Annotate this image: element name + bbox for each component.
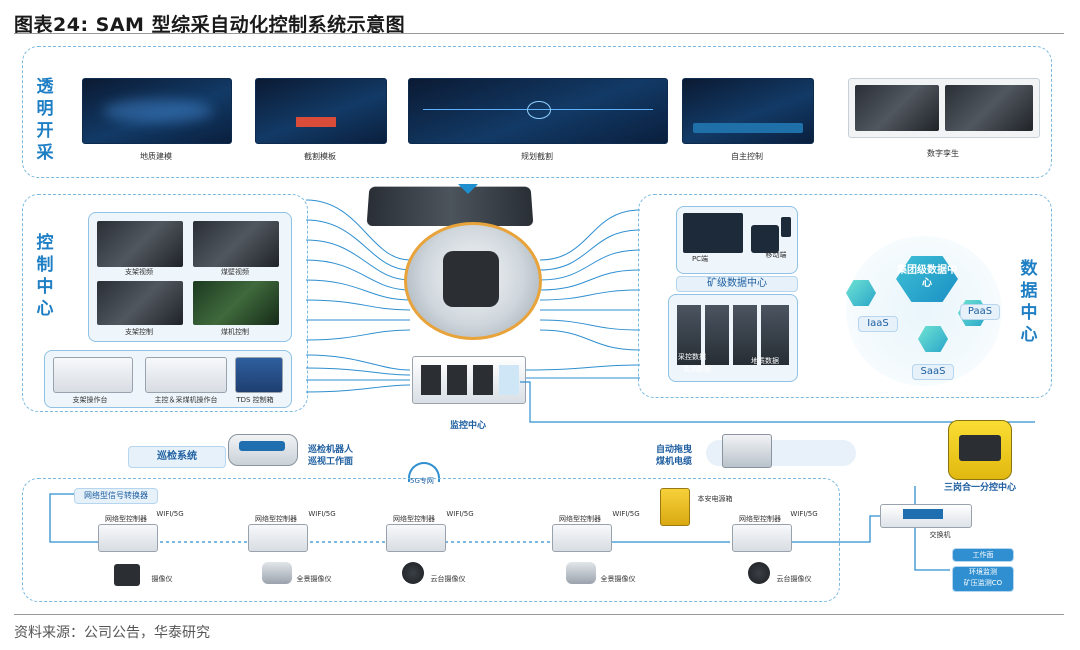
iaas-label: IaaS bbox=[858, 316, 898, 332]
iaas-hex bbox=[846, 280, 876, 306]
controller-5 bbox=[732, 524, 792, 552]
mobile-device-caption: 移动端 bbox=[765, 251, 787, 259]
control-center-label: 控 制 中 心 bbox=[36, 233, 54, 319]
coalwall-video-caption: 煤壁视频 bbox=[221, 268, 249, 276]
cockpit-seat bbox=[404, 222, 542, 340]
controller-3 bbox=[386, 524, 446, 552]
transparent-mining-panel bbox=[22, 46, 1052, 178]
figure-title: 图表24: SAM 型综采自动化控制系统示意图 bbox=[14, 14, 406, 36]
camera-3-icon bbox=[402, 562, 424, 584]
5g-network-label: 5G专网 bbox=[410, 477, 434, 485]
wifi-label-2: WIFI/5G bbox=[308, 510, 336, 518]
geology-model-screen bbox=[82, 78, 232, 144]
network-line-cable bbox=[49, 486, 950, 571]
controller-2 bbox=[248, 524, 308, 552]
pc-device-caption: PC端 bbox=[691, 255, 709, 263]
server-room-frame bbox=[668, 294, 798, 382]
controller-1 bbox=[98, 524, 158, 552]
5g-signal-icon bbox=[408, 462, 440, 482]
controller-label-2: 网络型控制器 bbox=[255, 515, 297, 523]
power-box-label: 本安电源箱 bbox=[697, 495, 733, 503]
power-box-icon bbox=[660, 488, 690, 526]
support-video-caption: 支架视频 bbox=[125, 268, 153, 276]
geology-data-caption: 地质数据 bbox=[751, 357, 779, 365]
client-devices-frame bbox=[676, 206, 798, 274]
three-in-one-station bbox=[948, 420, 1012, 480]
bottom-rule bbox=[14, 614, 1064, 615]
network-line-panel bbox=[22, 478, 840, 602]
top-rule bbox=[14, 33, 1064, 34]
camera-caption-3: 云台摄像仪 bbox=[430, 575, 466, 583]
camera-2-icon bbox=[262, 562, 292, 584]
wifi-label-5: WIFI/5G bbox=[790, 510, 818, 518]
monitoring-data-caption: 监测数据 bbox=[683, 365, 711, 373]
patrol-system-label: 巡检系统 bbox=[128, 446, 226, 468]
camera-caption-5: 云台摄像仪 bbox=[776, 575, 812, 583]
transparent-mining-label: 透 明 开 采 bbox=[36, 77, 54, 163]
support-console-caption: 支架操作台 bbox=[72, 396, 108, 404]
camera-5-icon bbox=[748, 562, 770, 584]
digital-twin-frame bbox=[848, 78, 1040, 138]
monitoring-center-label: 监控中心 bbox=[449, 421, 486, 431]
camera-1-icon bbox=[114, 564, 140, 586]
camera-caption-4: 全景摄像仪 bbox=[600, 575, 636, 583]
group-data-center-label: 集团级数据中心 bbox=[897, 265, 957, 289]
controller-label-5: 网络型控制器 bbox=[739, 515, 781, 523]
monitoring-center-cabinet bbox=[412, 356, 526, 404]
monitor-link-line bbox=[520, 381, 1035, 423]
cable-drag-device bbox=[722, 434, 772, 468]
main-console-caption: 主控＆采煤机操作台 bbox=[154, 396, 218, 404]
autonomous-control-caption: 自主控制 bbox=[731, 152, 763, 161]
wifi-label-1: WIFI/5G bbox=[156, 510, 184, 518]
controller-label-4: 网络型控制器 bbox=[559, 515, 601, 523]
patrol-robot-label: 巡检机器人 巡视工作面 bbox=[308, 445, 354, 467]
camera-4-icon bbox=[566, 562, 596, 584]
camera-caption-2: 全景摄像仪 bbox=[296, 575, 332, 583]
tds-box-caption: TDS 控制箱 bbox=[236, 396, 274, 404]
mining-data-caption: 采控数据 bbox=[678, 353, 706, 361]
pointer-arrow-icon bbox=[458, 184, 478, 194]
figure-source: 资料来源：公司公告，华泰研究 bbox=[14, 625, 210, 641]
wifi-label-3: WIFI/5G bbox=[446, 510, 474, 518]
video-wall-frame bbox=[88, 212, 292, 342]
network-tag: 网络型信号转换器 bbox=[74, 488, 158, 504]
console-frame bbox=[44, 350, 292, 408]
network-switch bbox=[880, 504, 972, 528]
saas-label: SaaS bbox=[912, 364, 954, 380]
planned-cutting-screen bbox=[408, 78, 668, 144]
controller-label-3: 网络型控制器 bbox=[393, 515, 435, 523]
planned-cutting-caption: 规划截割 bbox=[521, 152, 553, 161]
data-center-label: 数 据 中 心 bbox=[1020, 259, 1038, 345]
switch-label: 交换机 bbox=[929, 531, 951, 539]
geology-model-caption: 地质建模 bbox=[140, 152, 172, 161]
cutting-template-caption: 截割模板 bbox=[304, 152, 336, 161]
mine-data-center-label: 矿级数据中心 bbox=[676, 276, 798, 292]
autonomous-control-screen bbox=[682, 78, 814, 144]
patrol-robot bbox=[228, 434, 298, 466]
control-center-panel bbox=[22, 194, 308, 412]
controller-4 bbox=[552, 524, 612, 552]
connection-lines bbox=[305, 199, 641, 393]
support-control-caption: 支架控制 bbox=[125, 328, 153, 336]
cable-drag-label: 自动拖曳 煤机电缆 bbox=[656, 445, 693, 467]
saas-hex bbox=[918, 326, 948, 352]
cutting-template-screen bbox=[255, 78, 387, 144]
digital-twin-caption: 数字孪生 bbox=[927, 149, 959, 158]
env-monitor-tag: 环境监测 矿压监测CO bbox=[952, 566, 1014, 592]
paas-label: PaaS bbox=[960, 304, 1000, 320]
wifi-label-4: WIFI/5G bbox=[612, 510, 640, 518]
cockpit-screens bbox=[366, 186, 534, 227]
controller-label-1: 网络型控制器 bbox=[105, 515, 147, 523]
shearer-control-caption: 煤机控制 bbox=[221, 328, 249, 336]
three-in-one-label: 三岗合一分控中心 bbox=[943, 483, 1016, 493]
camera-caption-1: 摄像仪 bbox=[151, 575, 173, 583]
workface-tag: 工作面 bbox=[952, 548, 1014, 562]
data-center-panel bbox=[638, 194, 1052, 398]
